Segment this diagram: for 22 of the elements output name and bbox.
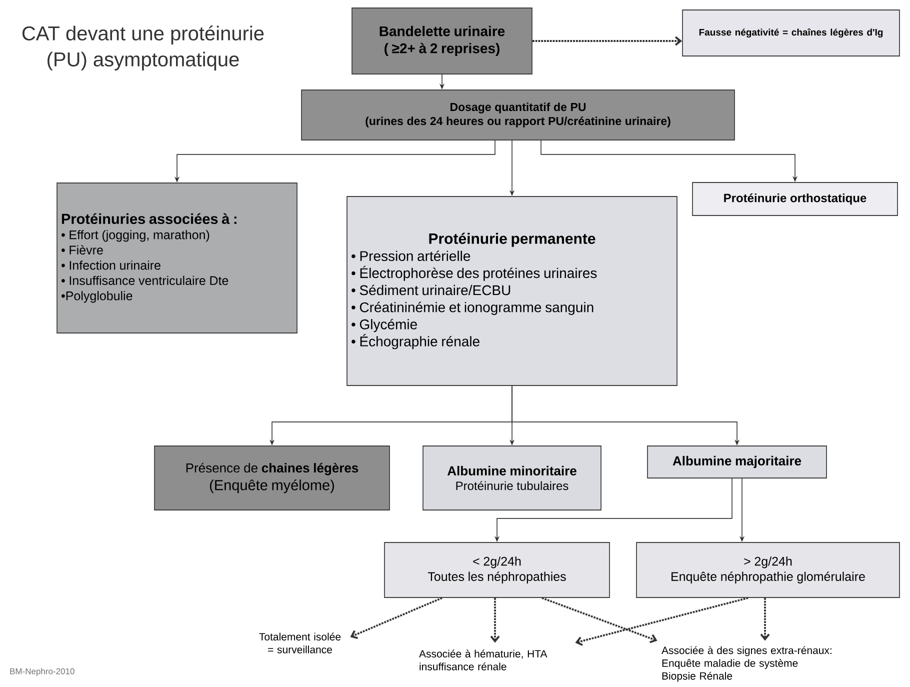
process-box: < 2g/24h Toutes les néphropathies xyxy=(384,542,610,598)
workup-box: Protéinurie permanente • Pression artérielle • Électrophorèse des protéines urinaires • Sédiment urinaire/ECBU • Créatininémie et ionogramme sanguin • Glycémie • Échographie rénale xyxy=(346,196,678,386)
process-box: Bandelette urinaire ( ≥2+ à 2 reprises) xyxy=(352,8,532,74)
outcome-text: Associée à hématurie, HTA insuffisance rénale xyxy=(419,650,548,670)
note-box: Fausse négativité = chaînes légères d'Ig xyxy=(682,10,900,56)
dotted-arrow xyxy=(575,597,748,646)
process-box: > 2g/24h Enquête néphropathie glomérulaire xyxy=(636,542,900,598)
dotted-arrow xyxy=(350,597,442,640)
outcome-text: Totalement isolée = surveillance xyxy=(259,632,341,654)
cause-box: Protéinuries associées à : • Effort (jogging, marathon) • Fièvre • Infection urinaire • Insuffisance ventriculaire Dte •Polyglobulie xyxy=(56,182,298,334)
title: CAT devant une protéinurie (PU) asymptomatique xyxy=(22,26,264,70)
process-box: Protéinurie orthostatique xyxy=(692,182,898,216)
process-box: Dosage quantitatif de PU (urines des 24 heures ou rapport PU/créatinine urinaire) xyxy=(301,90,735,140)
process-box: Présence de chaines légères (Enquête myélome) xyxy=(154,446,390,510)
footer-label: BM-Nephro-2010 xyxy=(10,668,74,676)
process-box: Albumine minoritaire Protéinurie tubulaires xyxy=(422,446,602,510)
dotted-arrow xyxy=(760,598,770,641)
process-box: Albumine majoritaire xyxy=(647,446,827,478)
outcome-text: Associée à des signes extra-rénaux: Enquête maladie de système Biopsie Rénale xyxy=(662,646,832,682)
dotted-arrow xyxy=(490,598,500,643)
dotted-arrow xyxy=(542,597,658,644)
dotted-arrow xyxy=(532,36,682,46)
